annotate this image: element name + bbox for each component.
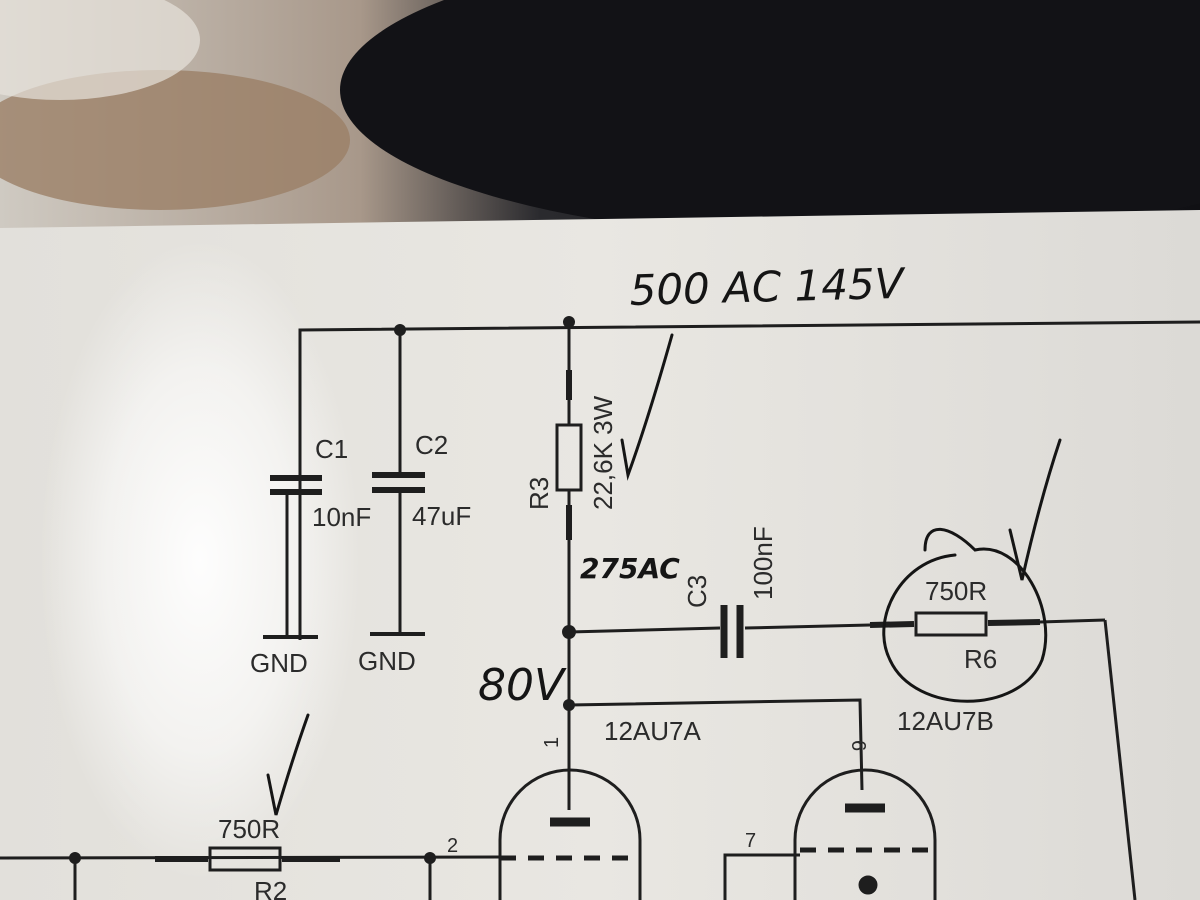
c2-value: 47uF (412, 501, 471, 531)
schematic-wires (0, 320, 1200, 900)
tube-b-name: 12AU7B (897, 706, 994, 736)
pin-7-label: 7 (745, 830, 756, 852)
tube-12au7a (498, 768, 642, 900)
gnd-label-2: GND (358, 646, 416, 676)
handwritten-top-note: 500 AC 145V (629, 259, 907, 315)
r6-value: 750R (925, 576, 987, 606)
handwritten-voltage-note: 80V (478, 660, 567, 711)
c1-value: 10nF (312, 502, 371, 532)
ground-symbols (263, 632, 425, 639)
capacitor-c1 (270, 475, 322, 495)
resistor-r3 (555, 370, 583, 540)
check-mark-r2 (266, 713, 310, 816)
r3-value: 22,6K 3W (588, 395, 618, 510)
tube-a-name: 12AU7A (604, 716, 701, 746)
tube-12au7b (793, 768, 937, 900)
pin-2-label: 2 (447, 835, 458, 857)
r6-ref: R6 (964, 644, 997, 674)
check-mark-r3 (620, 333, 674, 481)
resistor-r2 (155, 846, 340, 872)
resistor-r6 (869, 611, 1041, 637)
pin-1-label: 1 (541, 737, 563, 748)
circle-around-r6 (882, 527, 1048, 703)
r2-value: 750R (218, 814, 280, 844)
handwritten-node-note: 275AC (580, 552, 680, 585)
c3-value: 100nF (748, 526, 778, 600)
light-glare (40, 240, 360, 880)
junction-dots (69, 316, 576, 864)
gnd-label-1: GND (250, 648, 308, 678)
capacitor-c3 (720, 605, 744, 658)
r2-ref: R2 (254, 876, 287, 900)
handwritten-notes: 500 AC 145V 275AC 80V (478, 259, 907, 711)
r3-ref: R3 (524, 477, 554, 510)
printed-labels: C1 10nF C2 47uF GND GND R3 22,6K 3W C3 1… (218, 395, 997, 900)
c1-ref: C1 (315, 434, 348, 464)
c3-ref: C3 (682, 575, 712, 608)
capacitor-c2 (372, 472, 425, 493)
pin-6-label: 6 (847, 740, 869, 751)
c2-ref: C2 (415, 430, 448, 460)
background (0, 0, 1200, 240)
hand-marks (266, 333, 1062, 816)
